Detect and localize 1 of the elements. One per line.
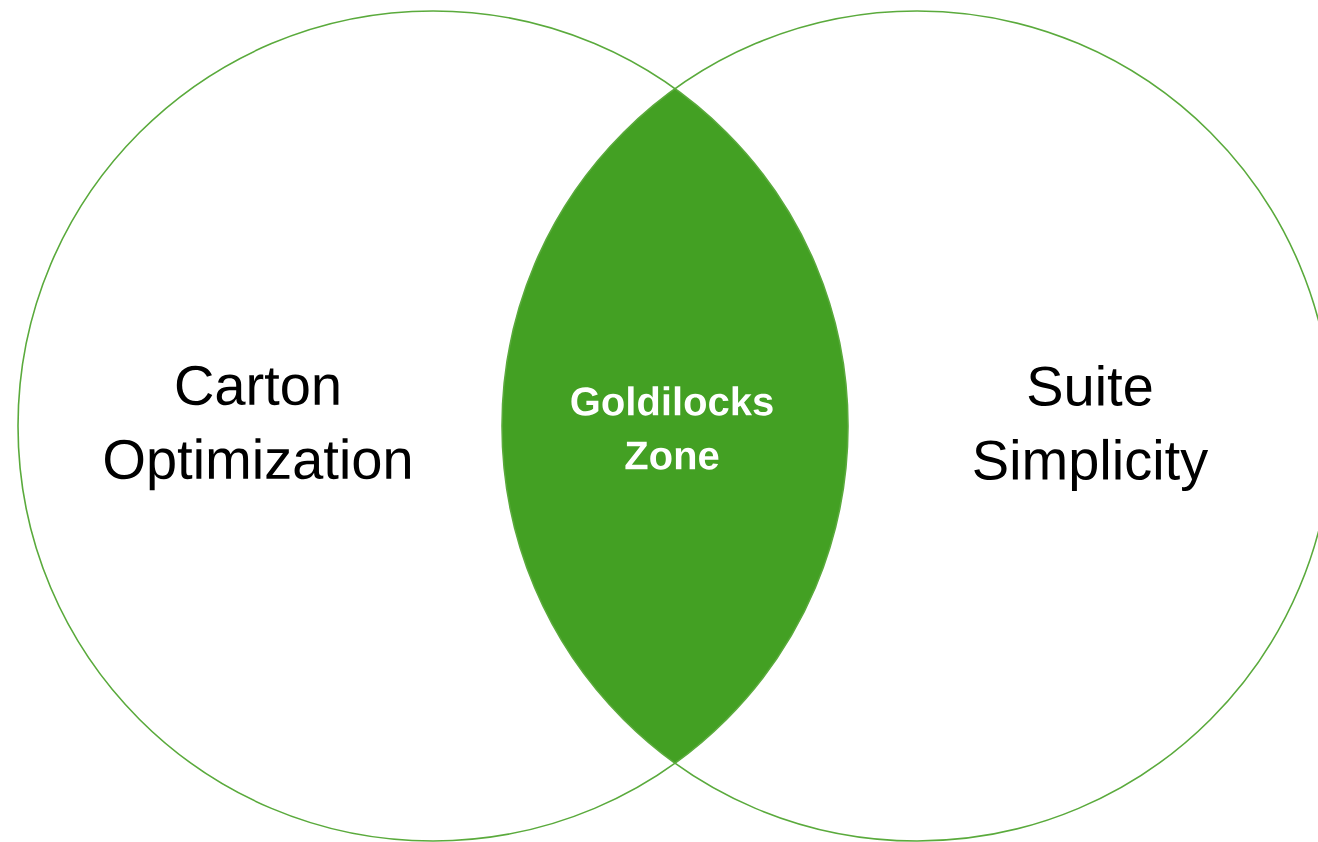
overlap-region: Goldilocks Zone bbox=[502, 11, 848, 841]
